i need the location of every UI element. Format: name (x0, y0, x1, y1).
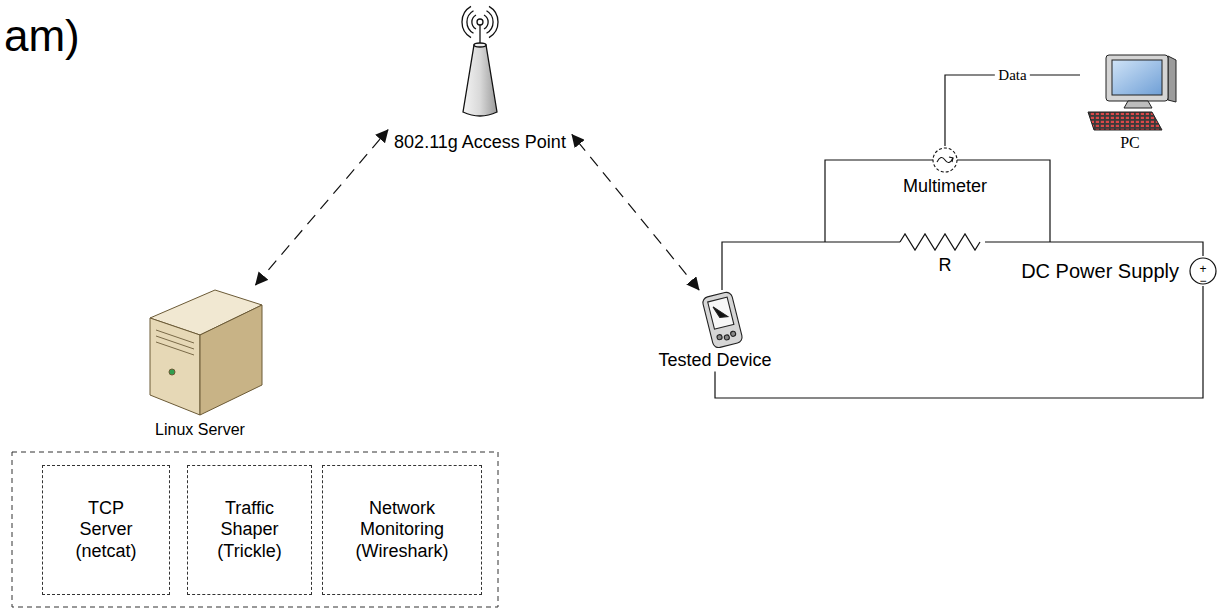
wireless-link (572, 134, 699, 290)
icon-space (1080, 55, 1180, 133)
pda-button (717, 334, 723, 340)
edge-label: Data (995, 67, 1029, 83)
node-label: DC Power Supply (1021, 256, 1179, 286)
signal-arc (484, 15, 488, 29)
wire (945, 75, 1080, 146)
wire (715, 286, 1203, 398)
meter-pointer (949, 157, 953, 162)
node-label: Tested Device (658, 350, 771, 372)
signal-arc (467, 11, 474, 34)
power-led (169, 369, 175, 375)
service-box: Traffic Shaper (Trickle) (187, 465, 312, 595)
node-label: 802.11g Access Point (394, 132, 566, 154)
access-point-body (463, 45, 497, 116)
multimeter-symbol (933, 148, 957, 172)
pda-button (730, 331, 736, 337)
server-node: Linux Server (133, 285, 268, 439)
polarity-sign: − (1199, 275, 1206, 287)
pda-pointer (713, 304, 728, 320)
node-label: Linux Server (155, 420, 245, 439)
signal-arc (472, 15, 476, 29)
keyboard (1088, 112, 1162, 130)
box-text: TCP Server (netcat) (66, 498, 146, 563)
pda-icon (702, 291, 744, 349)
node-label: PC (1120, 133, 1140, 152)
access-point-node: 802.11g Access Point (388, 10, 572, 154)
meter-wave (937, 157, 953, 162)
icon-space (133, 285, 268, 420)
power-supply-node: DC Power Supply (1017, 256, 1217, 286)
monitor-side (1168, 56, 1176, 102)
multimeter-node: Multimeter (897, 146, 993, 198)
pda-screen (708, 297, 734, 329)
meter-lead (825, 160, 933, 242)
resistor-symbol (900, 234, 980, 250)
access-point-icon (462, 6, 498, 116)
box-text: Network Monitoring (Wireshark) (347, 498, 457, 563)
node-label: Multimeter (903, 176, 987, 198)
pc-node: PC (1080, 55, 1180, 152)
polarity-sign: + (1199, 263, 1206, 275)
signal-arc (487, 11, 494, 34)
meter-circle (933, 148, 957, 172)
circuit-wires (722, 160, 1203, 290)
pda-body (702, 291, 744, 349)
server-icon (150, 290, 262, 415)
drive-bay (156, 330, 194, 355)
signal-arc (462, 6, 471, 37)
title-fragment: am) (4, 14, 80, 58)
icon-space (388, 10, 572, 132)
monitor-stand (1124, 101, 1152, 108)
access-point-top (474, 43, 486, 47)
monitor-frame (1106, 55, 1168, 101)
icon-space (652, 290, 777, 350)
meter-lead (957, 160, 1050, 242)
antenna-mast (479, 25, 480, 45)
box-text: Traffic Shaper (Trickle) (210, 498, 290, 563)
service-group-frame (12, 452, 498, 607)
pc-icon (1088, 55, 1176, 130)
supply-wire (985, 242, 1203, 256)
label-holder: R (939, 256, 952, 275)
wireless-link (255, 130, 388, 285)
edge-label-holder: Data (995, 66, 1029, 84)
supply-wire (722, 242, 900, 290)
signal-arc (489, 6, 498, 37)
service-box: TCP Server (netcat) (42, 465, 170, 595)
server-front (150, 318, 200, 415)
pda-button (724, 334, 730, 340)
icon-space (897, 146, 993, 176)
label-holder: am) (4, 14, 80, 58)
service-box: Network Monitoring (Wireshark) (322, 465, 482, 595)
resistor-label: R (939, 256, 952, 274)
label-holder: − (1199, 271, 1206, 289)
antenna-tip (477, 19, 483, 25)
tested-device-node: Tested Device (652, 290, 777, 372)
monitor-screen (1112, 60, 1162, 95)
server-side (200, 305, 262, 415)
